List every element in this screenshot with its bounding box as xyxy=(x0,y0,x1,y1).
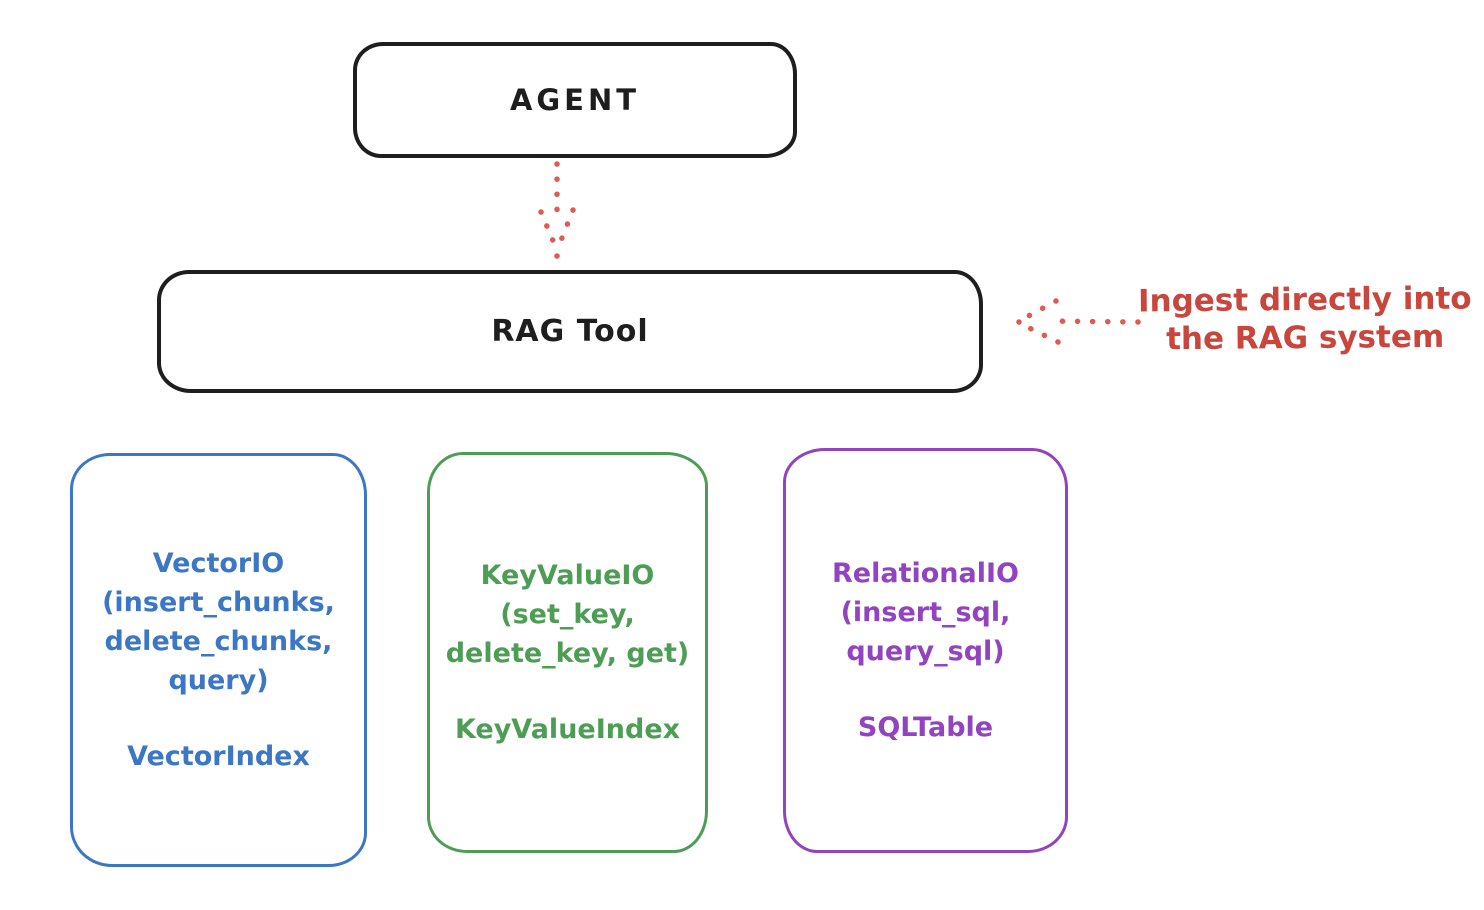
rag-tool-label: RAG Tool xyxy=(491,314,649,349)
ingest-annotation: Ingest directly into the RAG system xyxy=(1138,280,1473,359)
vectorio-text-block: VectorIO (insert_chunks, delete_chunks, … xyxy=(102,544,335,700)
agent-label: AGENT xyxy=(509,83,641,117)
keyvalueindex-label: KeyValueIndex xyxy=(454,714,681,745)
vectorio-method-line: query) xyxy=(168,665,269,696)
relationalio-box: RelationalIO (insert_sql, query_sql) SQL… xyxy=(783,448,1068,853)
keyvalueio-text-block: KeyValueIO (set_key, delete_key, get) xyxy=(446,556,690,673)
vectorio-box: VectorIO (insert_chunks, delete_chunks, … xyxy=(70,453,367,867)
relationalio-method-line: (insert_sql, xyxy=(840,597,1011,628)
keyvalueio-method-line: (set_key, xyxy=(500,599,635,630)
sqltable-label: SQLTable xyxy=(857,712,994,743)
vectorio-title: VectorIO xyxy=(152,548,285,579)
relationalio-text-block: RelationalIO (insert_sql, query_sql) xyxy=(832,554,1019,671)
relationalio-method-line: query_sql) xyxy=(846,636,1005,667)
agent-node: AGENT xyxy=(353,42,797,158)
keyvalueio-box: KeyValueIO (set_key, delete_key, get) Ke… xyxy=(427,452,708,853)
vectorio-method-line: (insert_chunks, xyxy=(102,587,335,618)
relationalio-title: RelationalIO xyxy=(832,558,1019,589)
ingest-annotation-line1: Ingest directly into xyxy=(1137,280,1472,320)
rag-tool-node: RAG Tool xyxy=(157,270,983,393)
keyvalueio-title: KeyValueIO xyxy=(480,560,655,591)
keyvalueio-method-line: delete_key, get) xyxy=(445,638,690,669)
annotation-to-rag-arrow xyxy=(1016,298,1141,345)
agent-to-rag-arrow xyxy=(538,161,576,260)
vectorio-method-line: delete_chunks, xyxy=(104,626,333,657)
vectorindex-label: VectorIndex xyxy=(127,741,310,772)
ingest-annotation-line2: the RAG system xyxy=(1165,318,1445,358)
